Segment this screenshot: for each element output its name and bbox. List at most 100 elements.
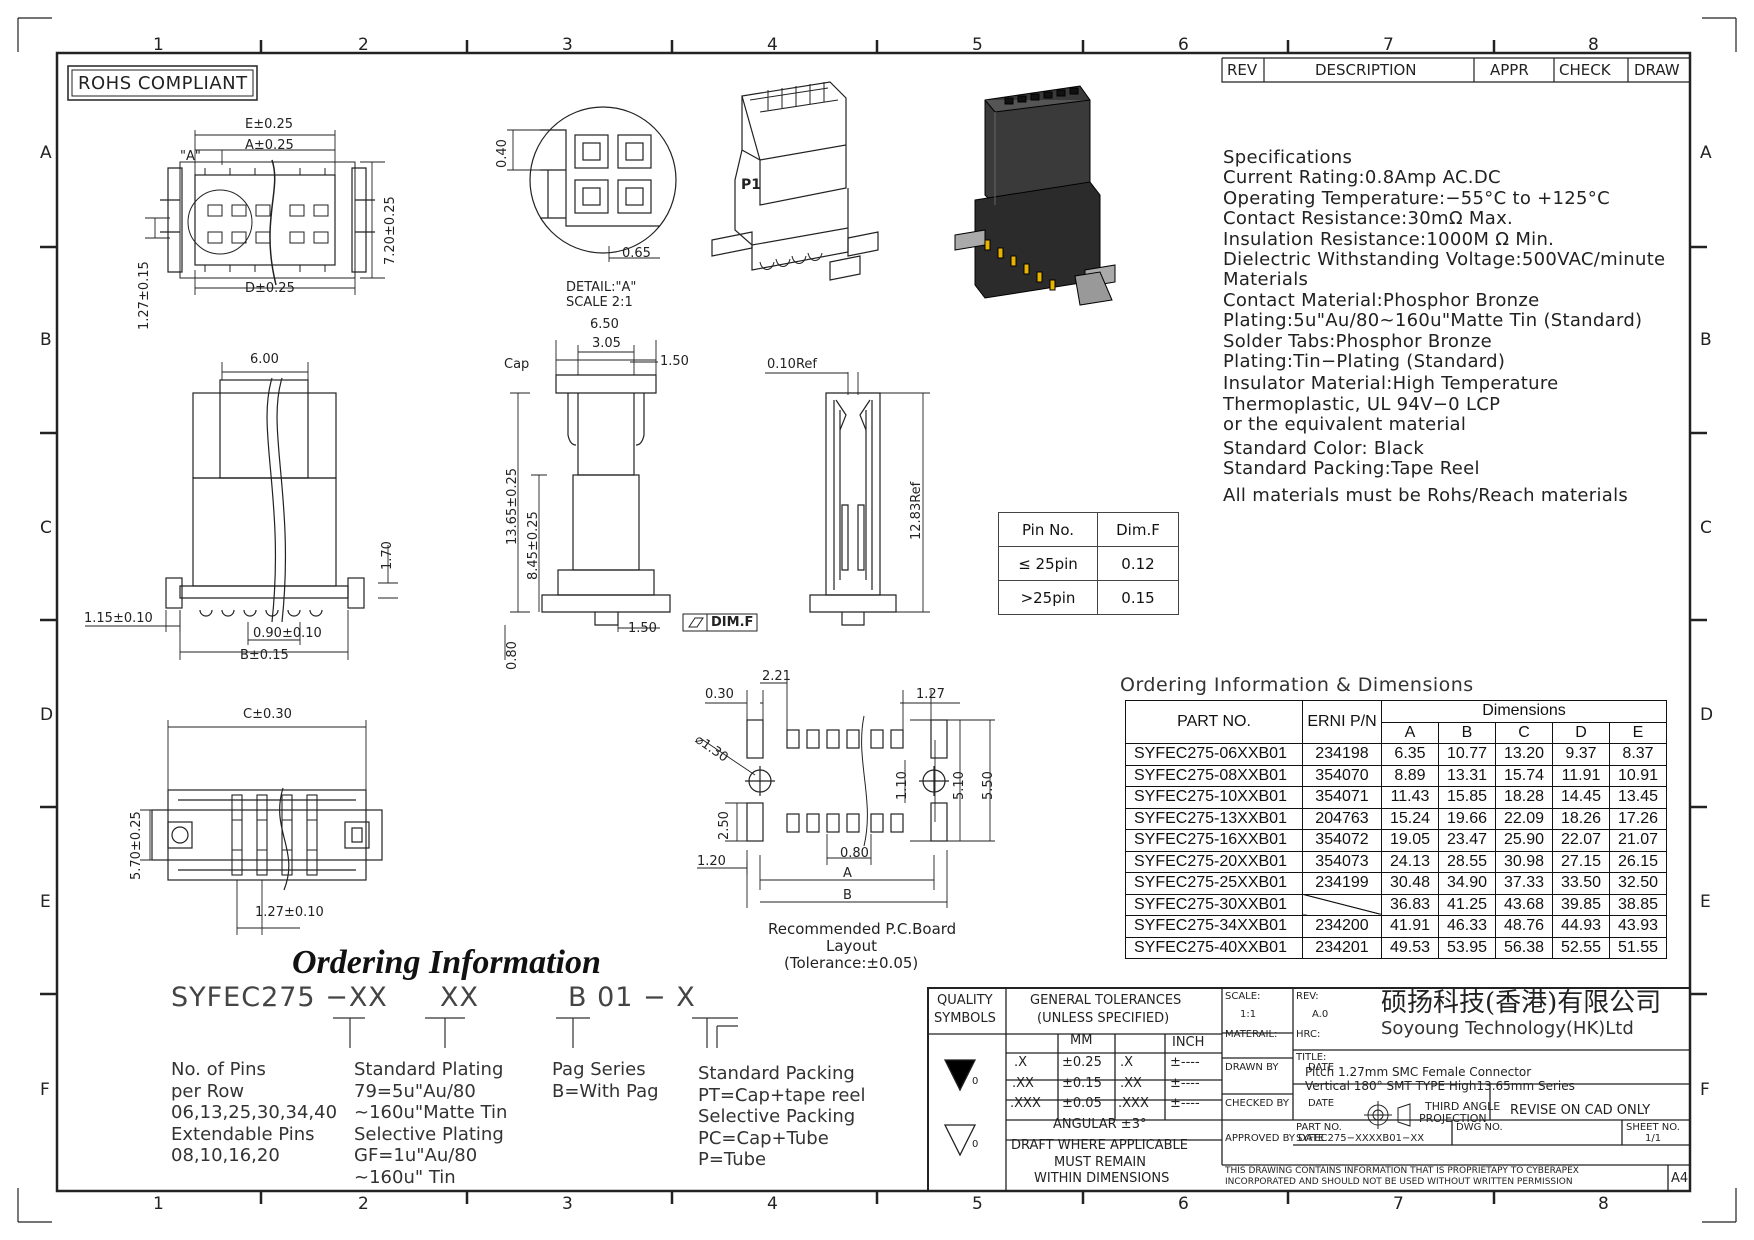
dim-cell: 13.45 [1609,786,1667,809]
erni-cell: 204763 [1302,807,1382,830]
company-name-cn: 硕扬科技(香港)有限公司 [1381,988,1662,1018]
tol-format: .XXX [1010,1096,1041,1111]
draw-header: DRAW [1634,61,1680,79]
rev-header: REV [1227,61,1258,79]
dim-7-20: 7.20±0.25 [383,196,398,265]
part-cell: SYFEC275-34XXB01 [1125,915,1303,938]
zone-col-1-bottom: 1 [153,1194,164,1214]
legend-line: GF=1u"Au/80 [354,1145,478,1166]
spec-line: or the equivalent material [1223,414,1467,436]
proprietary-line-2: INCORPORATED AND SHOULD NOT BE USED WITH… [1225,1177,1573,1187]
dim-cell: 13.31 [1438,764,1496,787]
zone-col-3-bottom: 3 [562,1194,573,1214]
dim-cell: 21.07 [1609,829,1667,852]
drawn-by: DRAWN BY [1225,1062,1279,1073]
solid-3d-connector [954,85,1116,306]
zone-row-b-right: B [1700,330,1712,350]
part-cell: SYFEC275-30XXB01 [1125,893,1303,916]
dim-cell: 37.33 [1495,872,1553,895]
dimf-header: Dim.F [1097,512,1179,547]
dim-cell: 11.43 [1381,786,1439,809]
spec-line: Standard Color: Black [1223,437,1425,459]
legend-line: PT=Cap+tape reel [698,1084,866,1106]
dim-cell: 25.90 [1495,829,1553,852]
dim-cell: 22.09 [1495,807,1553,830]
legend-line: Selective Packing [698,1106,856,1127]
sheet-no-value: 1/1 [1645,1133,1662,1144]
legend-line: 79=5u"Au/80 [354,1080,476,1102]
legend-line: 06,13,25,30,34,40 [171,1102,338,1123]
third-angle: THIRD ANGLE [1425,1100,1501,1113]
dim-cell: 32.50 [1609,872,1667,895]
tol-format: .XX [1012,1076,1034,1091]
zone-col-5: 5 [972,35,983,55]
dim-cell: 6.35 [1381,743,1439,766]
legend-line: No. of Pins [171,1059,266,1080]
dim-cell: 15.85 [1438,786,1496,809]
checked-by: CHECKED BY [1225,1098,1289,1109]
dims-header: Dimensions [1381,700,1667,723]
plating-legend: Standard Plating 79=5u"Au/80 ~160u"Matte… [354,1059,507,1188]
dim-0-10-ref: 0.10Ref [767,357,817,372]
dim-cell: 11.91 [1552,764,1610,787]
pcb-5-50: 5.50 [981,771,996,800]
dim-cell: 51.55 [1609,936,1667,959]
dim-cell: 48.76 [1495,915,1553,938]
dim-cell: 34.90 [1438,872,1496,895]
sheet-no-label: SHEET NO. [1626,1122,1680,1133]
ordering-info-title: Ordering Information [292,944,601,981]
dimf-cell: 0.12 [1097,546,1179,581]
zone-row-f: F [40,1080,50,1100]
dim-6-50: 6.50 [590,317,619,332]
legend-line: ~160u"Matte Tin [354,1102,508,1123]
zone-row-b: B [40,330,52,350]
legend-line: ~160u" Tin [354,1166,456,1188]
part-cell: SYFEC275-13XXB01 [1125,807,1303,830]
zone-row-c-right: C [1700,518,1712,538]
dim-cell: 15.24 [1381,807,1439,830]
dim-cell: 13.20 [1495,743,1553,766]
zone-col-5-bottom: 5 [972,1194,983,1214]
ordering-table-title: Ordering Information & Dimensions [1120,674,1474,696]
tol-mm: ±0.25 [1062,1055,1102,1070]
erni-cell: 354073 [1302,850,1382,873]
part-cell: SYFEC275-06XXB01 [1125,743,1303,766]
legend-line: per Row [171,1080,245,1102]
part-cell: SYFEC275-08XXB01 [1125,764,1303,787]
pins-legend: No. of Pins per Row 06,13,25,30,34,40 Ex… [171,1059,337,1167]
pcb-2-50: 2.50 [717,811,732,840]
dim-f-label: DIM.F [711,615,754,630]
rohs-label: ROHS COMPLIANT [78,73,248,94]
quality-label: QUALITY [937,993,993,1008]
part-header: PART NO. [1125,700,1303,744]
pcb-note-1: Recommended P.C.Board [768,920,957,938]
dim-cell: 46.33 [1438,915,1496,938]
dim-cell: 41.25 [1438,893,1496,916]
zone-col-1: 1 [153,35,164,55]
pcb-1-10: 1.10 [895,771,910,800]
dim-cell: 14.45 [1552,786,1610,809]
zone-col-4-bottom: 4 [767,1194,778,1214]
pcb-note-2: Layout [826,937,877,955]
pcb-0-80: 0.80 [840,846,869,861]
sheet-size: A4 [1671,1171,1689,1186]
legend-line: Selective Plating [354,1123,504,1145]
tol-inch: ±---- [1170,1096,1200,1111]
scale-value: 1:1 [1240,1009,1257,1020]
section-view [765,372,930,626]
dim-cell: 30.48 [1381,872,1439,895]
legend-line: 08,10,16,20 [171,1145,280,1166]
description-header: DESCRIPTION [1315,61,1417,79]
tol-inch: ±---- [1170,1055,1200,1070]
dim-cell: 26.15 [1609,850,1667,873]
erni-cell: 234198 [1302,743,1382,766]
part-no-value: SYFEC275−XXXXB01−XX [1296,1133,1425,1144]
detail-scale: SCALE 2:1 [566,295,633,310]
check-header: CHECK [1559,61,1611,79]
dim-1-70: 1.70 [380,541,395,570]
tol-format-inch: .XXX [1118,1096,1149,1111]
dim-cell: 10.91 [1609,764,1667,787]
